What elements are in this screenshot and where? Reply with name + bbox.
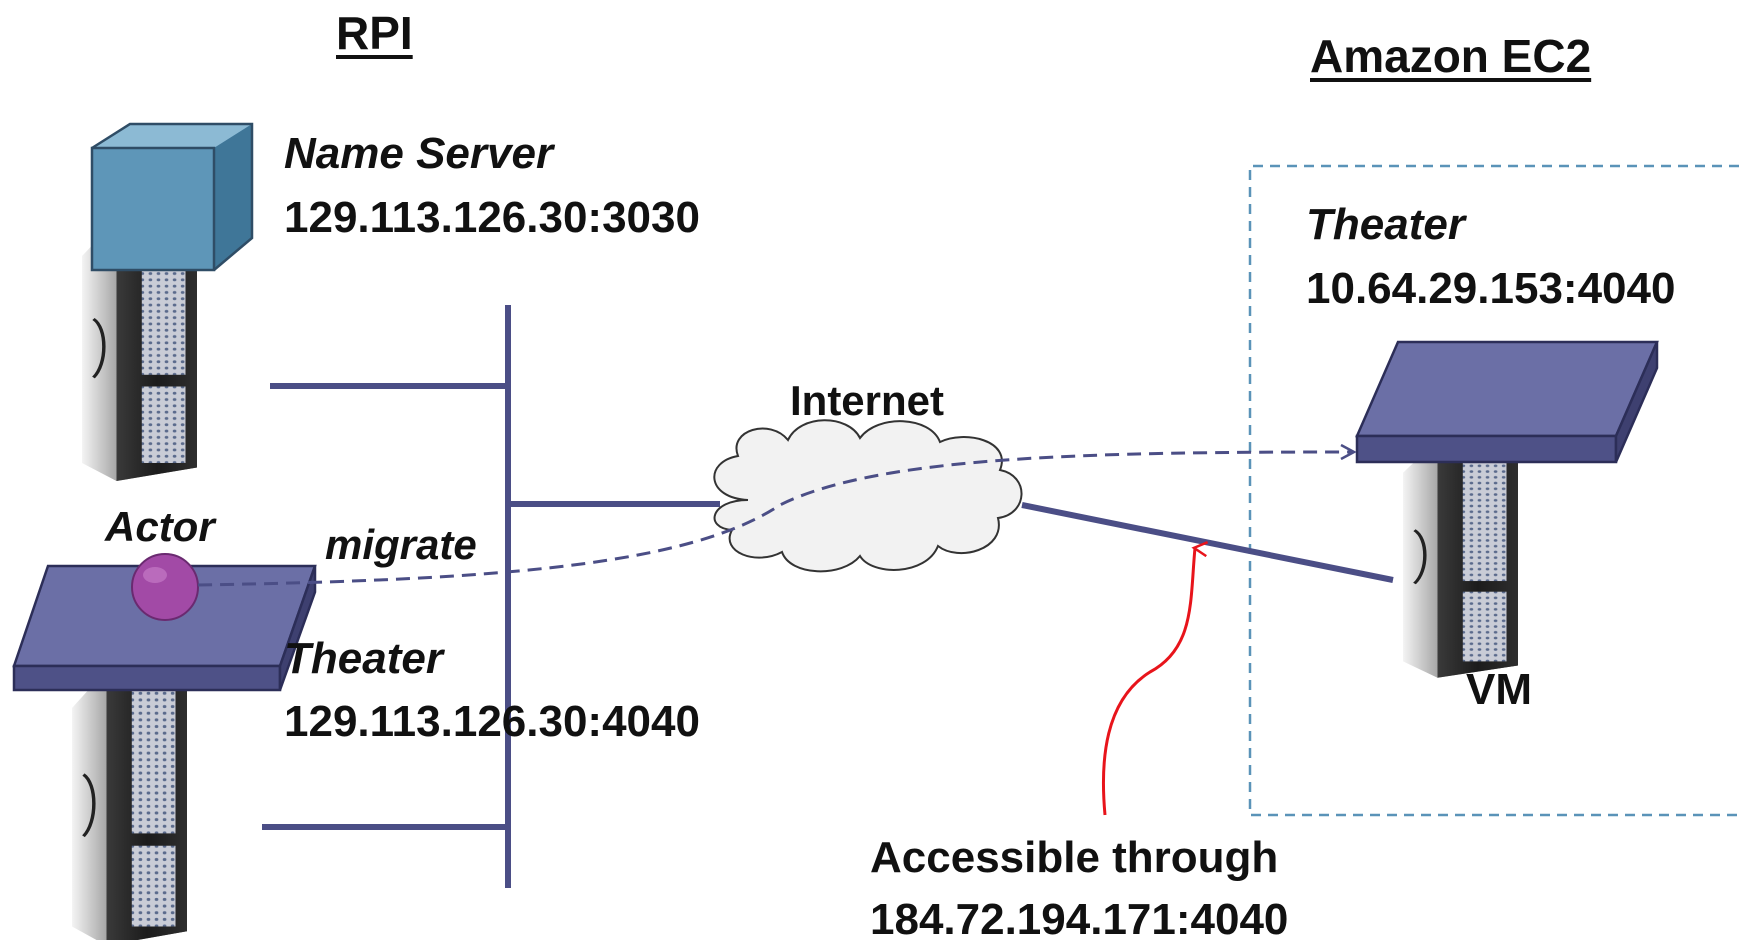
name-server-machine [80, 122, 254, 483]
ec2-region-border [1248, 164, 1739, 817]
rpi-header: RPI [336, 7, 413, 59]
public-address-label: 184.72.194.171:4040 [870, 895, 1289, 940]
name-server-title: Name Server [284, 129, 554, 178]
accessible-through-label: Accessible through [870, 833, 1279, 882]
ec2-theater-address: 10.64.29.153:4040 [1306, 264, 1676, 313]
rpi-theater-address: 129.113.126.30:4040 [284, 697, 700, 746]
migrate-label: migrate [325, 521, 477, 568]
rpi-theater-title: Theater [284, 634, 443, 683]
vm-label: VM [1466, 665, 1532, 714]
rpi-theater-machine [12, 564, 317, 940]
actor-sphere [131, 553, 199, 621]
name-server-address: 129.113.126.30:3030 [284, 193, 700, 242]
accessible-pointer-arrow [1102, 541, 1209, 816]
internet-label: Internet [790, 377, 945, 424]
vm-machine [1355, 340, 1659, 680]
actor-label: Actor [105, 503, 215, 550]
internet-cloud [713, 419, 1023, 573]
migrate-path [197, 452, 1353, 587]
ec2-theater-title: Theater [1306, 200, 1465, 249]
internet-to-vm-link [1021, 502, 1394, 583]
amazon-ec2-header: Amazon EC2 [1310, 30, 1592, 82]
